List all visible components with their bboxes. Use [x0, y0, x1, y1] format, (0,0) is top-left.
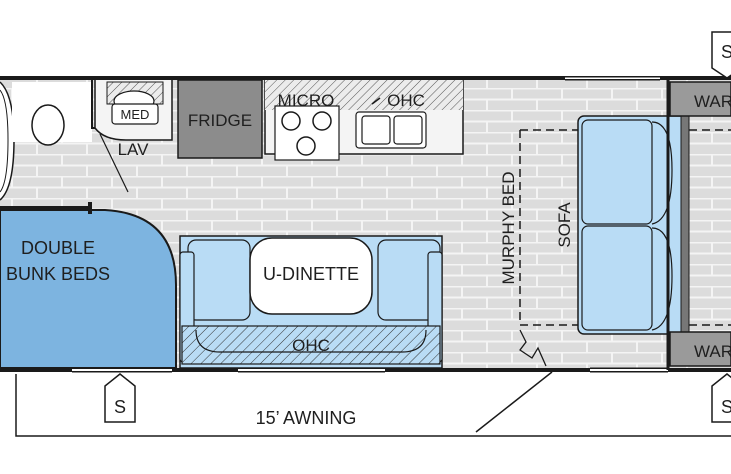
toilet — [31, 104, 65, 146]
ohc-bottom-label: OHC — [292, 336, 330, 355]
fridge-label: FRIDGE — [188, 111, 252, 130]
slide-marker-label: S — [114, 397, 126, 417]
fridge — [177, 79, 263, 159]
lav-label: LAV — [118, 140, 150, 159]
sofa: SOFA — [555, 115, 689, 335]
bunk-label-line1: DOUBLE — [21, 238, 95, 258]
bathroom-door-swing — [99, 133, 129, 193]
wardrobe-top-label: WAR — [694, 92, 731, 111]
burner-icon — [281, 111, 301, 131]
awning-label: 15’ AWNING — [256, 408, 357, 428]
micro-label: MICRO — [278, 91, 335, 110]
overhead-cabinet-bottom — [181, 325, 441, 365]
bathroom: MED LAV — [12, 80, 173, 193]
u-dinette-label: U-DINETTE — [263, 264, 359, 284]
u-dinette: U-DINETTE OHC — [179, 235, 443, 369]
burner-icon — [312, 111, 332, 131]
faucet-icon — [371, 97, 381, 105]
entry-door-swing — [475, 371, 553, 433]
bunk-label-line2: BUNK BEDS — [6, 264, 110, 284]
kitchen-counter: MICRO OHC — [264, 79, 464, 161]
wardrobe-top: WAR — [669, 81, 731, 117]
murphy-bed-hinge-icon — [519, 329, 547, 367]
murphy-bed-label: MURPHY BED — [499, 171, 518, 284]
wardrobe-bottom: WAR — [669, 331, 731, 367]
burner-icon — [296, 136, 316, 156]
slide-out-wall — [680, 115, 690, 335]
slide-marker-label: S — [721, 397, 731, 417]
slide-marker-bottom-left: S — [104, 373, 136, 423]
awning: 15’ AWNING — [15, 371, 731, 437]
slide-marker-top-right: S — [711, 31, 731, 79]
sofa-cushion — [581, 225, 653, 331]
slide-marker-label: S — [721, 42, 731, 62]
sofa-cushion — [581, 119, 653, 225]
medicine-cabinet — [111, 103, 159, 125]
double-bunk-beds: DOUBLE BUNK BEDS — [0, 202, 177, 369]
wardrobe-bottom-label: WAR — [694, 342, 731, 361]
slide-marker-bottom-right: S — [711, 373, 731, 423]
ohc-top-label: OHC — [387, 91, 425, 110]
sofa-label: SOFA — [555, 202, 574, 248]
med-label: MED — [121, 107, 150, 122]
dinette-table — [249, 237, 373, 315]
